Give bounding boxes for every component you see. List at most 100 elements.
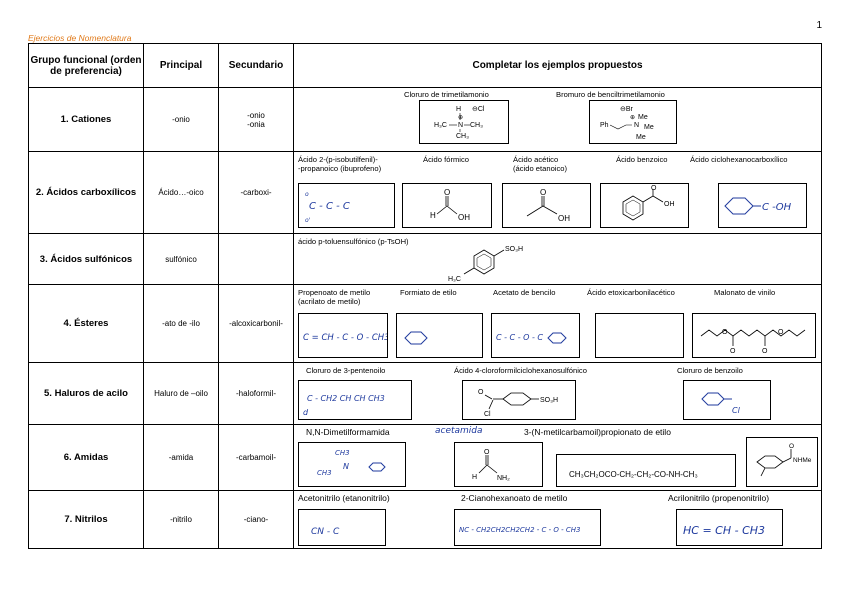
table-row: 6. Amidas -amida -carbamoil- N,N-Dimetil… xyxy=(28,424,822,491)
svg-text:Me: Me xyxy=(636,134,646,141)
benzyltrimethylammonium-structure: ⊖Br Ph ⊕ Me N Me Me xyxy=(600,106,654,141)
group-name: 3. Ácidos sulfónicos xyxy=(28,233,144,285)
handwritten-answer: C -OH xyxy=(762,202,792,213)
answer-text: CH₃CH₂OCO-CH₂-CH₂-CO-NH-CH₃ xyxy=(569,470,698,479)
svg-text:O: O xyxy=(722,329,728,336)
handwritten-answer: N xyxy=(343,462,349,471)
svg-text:⊕: ⊕ xyxy=(630,115,635,121)
answer-box[interactable]: C - C - O - C xyxy=(491,313,580,358)
header-grupo: Grupo funcional (orden de preferencia) xyxy=(28,43,144,88)
secondary-prefix: -haloformil- xyxy=(218,362,294,425)
table-row: 5. Haluros de acilo Haluro de –oilo -hal… xyxy=(28,362,822,425)
handwritten-answer: HC = CH - CH3 xyxy=(683,524,765,537)
principal-suffix: -nitrilo xyxy=(143,490,219,549)
svg-text:NHMe: NHMe xyxy=(793,457,812,464)
principal-suffix: -ato de -ilo xyxy=(143,284,219,363)
example-label: Ácido ciclohexanocarboxílico xyxy=(690,155,788,164)
table-row: 7. Nitrilos -nitrilo -ciano- Acetonitril… xyxy=(28,490,822,549)
benzoyl-chloride-handwritten: Cl xyxy=(701,392,741,415)
table-row: 4. Ésteres -ato de -ilo -alcoxicarbonil-… xyxy=(28,284,822,363)
example-label: Ácido 4-cloroformilciclohexanosulfónico xyxy=(454,366,587,375)
handwritten-answer: NC - CH2CH2CH2CH2 - C - O - CH3 xyxy=(459,526,580,534)
answer-box[interactable] xyxy=(396,313,483,358)
svg-text:d: d xyxy=(303,408,309,417)
svg-text:SO₃H: SO₃H xyxy=(540,397,558,404)
table-header-row: Grupo funcional (orden de preferencia) P… xyxy=(28,43,822,88)
example-label: Ácido 2-(p-isobutilfenil)- -propanoico (… xyxy=(298,155,382,173)
dimethylformamide-handwritten: CH3 N CH3 xyxy=(317,449,386,477)
handwritten-answer: C - CH2 CH CH CH3 xyxy=(307,394,385,403)
example-label: Bromuro de benciltrimetilamonio xyxy=(556,90,665,99)
secondary-prefix: -carboxi- xyxy=(218,151,294,234)
benzyl-acetate-handwritten: C - C - O - C xyxy=(496,332,567,344)
example-label: Acetato de bencilo xyxy=(493,288,556,297)
example-label: Propenoato de metilo (acrilato de metilo… xyxy=(298,288,371,306)
svg-text:O: O xyxy=(484,449,490,456)
group-name: 2. Ácidos carboxílicos xyxy=(28,151,144,234)
svg-text:O: O xyxy=(762,348,768,355)
example-label: Cloruro de benzoilo xyxy=(677,366,743,375)
answer-box[interactable]: HC = CH - CH3 xyxy=(676,509,783,546)
doc-title: Ejercicios de Nomenclatura xyxy=(28,33,132,43)
svg-text:H: H xyxy=(430,211,436,220)
example-label: Ácido acético (ácido etanoico) xyxy=(513,155,568,173)
answer-box[interactable]: C = CH - C - O - CH3 xyxy=(298,313,388,358)
svg-text:Me: Me xyxy=(644,124,654,131)
svg-text:O: O xyxy=(444,188,450,197)
table-row: 2. Ácidos carboxílicos Ácido…-oico -carb… xyxy=(28,151,822,234)
example-label: 2-Cianohexanoato de metilo xyxy=(461,493,568,503)
answer-box[interactable]: CH3 N CH3 xyxy=(298,442,406,487)
secondary-prefix: -ciano- xyxy=(218,490,294,549)
example-label: ácido p-toluensulfónico (p-TsOH) xyxy=(298,237,409,246)
answer-box[interactable]: CH₃CH₂OCO-CH₂-CH₂-CO-NH-CH₃ xyxy=(556,454,736,487)
svg-text:N: N xyxy=(458,122,463,129)
svg-text:O: O xyxy=(651,185,657,192)
answer-box[interactable]: C -OH xyxy=(718,183,807,228)
principal-suffix: Haluro de –oilo xyxy=(143,362,219,425)
handwritten-answer: CN - C xyxy=(311,527,340,537)
structure-box[interactable]: ⊖Br Ph ⊕ Me N Me Me xyxy=(589,100,677,144)
svg-text:H: H xyxy=(456,106,461,113)
examples-cell: Cloruro de trimetilamonio Bromuro de ben… xyxy=(293,87,822,152)
svg-text:⊖Cl: ⊖Cl xyxy=(472,106,485,113)
group-name: 1. Cationes xyxy=(28,87,144,152)
examples-cell: Ácido 2-(p-isobutilfenil)- -propanoico (… xyxy=(293,151,822,234)
principal-suffix: -onio xyxy=(143,87,219,152)
examples-cell: Propenoato de metilo (acrilato de metilo… xyxy=(293,284,822,363)
header-completar: Completar los ejemplos propuestos xyxy=(293,43,822,88)
table-row: 3. Ácidos sulfónicos sulfónico ácido p-t… xyxy=(28,233,822,285)
svg-text:Cl: Cl xyxy=(484,411,491,418)
answer-box[interactable]: Cl xyxy=(683,380,771,420)
answer-box[interactable]: C - CH2 CH CH CH3 d xyxy=(298,380,412,420)
handwritten-answer: Cl xyxy=(732,406,741,415)
answer-box-empty[interactable] xyxy=(595,313,684,358)
benzoic-acid-structure: OOH xyxy=(622,185,675,221)
secondary-prefix: -alcoxicarbonil- xyxy=(218,284,294,363)
example-label: Cloruro de 3-pentenoilo xyxy=(306,366,386,375)
secondary-prefix: -carbamoil- xyxy=(218,424,294,491)
answer-box[interactable]: NC - CH2CH2CH2CH2 - C - O - CH3 xyxy=(454,509,601,546)
methyl-cyanohexanoate-handwritten: NC - CH2CH2CH2CH2 - C - O - CH3 xyxy=(459,526,580,534)
svg-text:O: O xyxy=(730,348,736,355)
answer-box[interactable]: CN - C xyxy=(298,509,386,546)
acrylonitrile-handwritten: HC = CH - CH3 xyxy=(683,524,765,537)
example-label: Formiato de etilo xyxy=(400,288,457,297)
answer-box[interactable]: C - C - C o o' xyxy=(298,183,395,228)
nomenclature-table: Grupo funcional (orden de preferencia) P… xyxy=(28,43,822,549)
handwritten-answer: C = CH - C - O - CH3 xyxy=(303,333,387,343)
examples-cell: Cloruro de 3-pentenoilo Ácido 4-clorofor… xyxy=(293,362,822,425)
svg-text:O: O xyxy=(540,188,546,197)
